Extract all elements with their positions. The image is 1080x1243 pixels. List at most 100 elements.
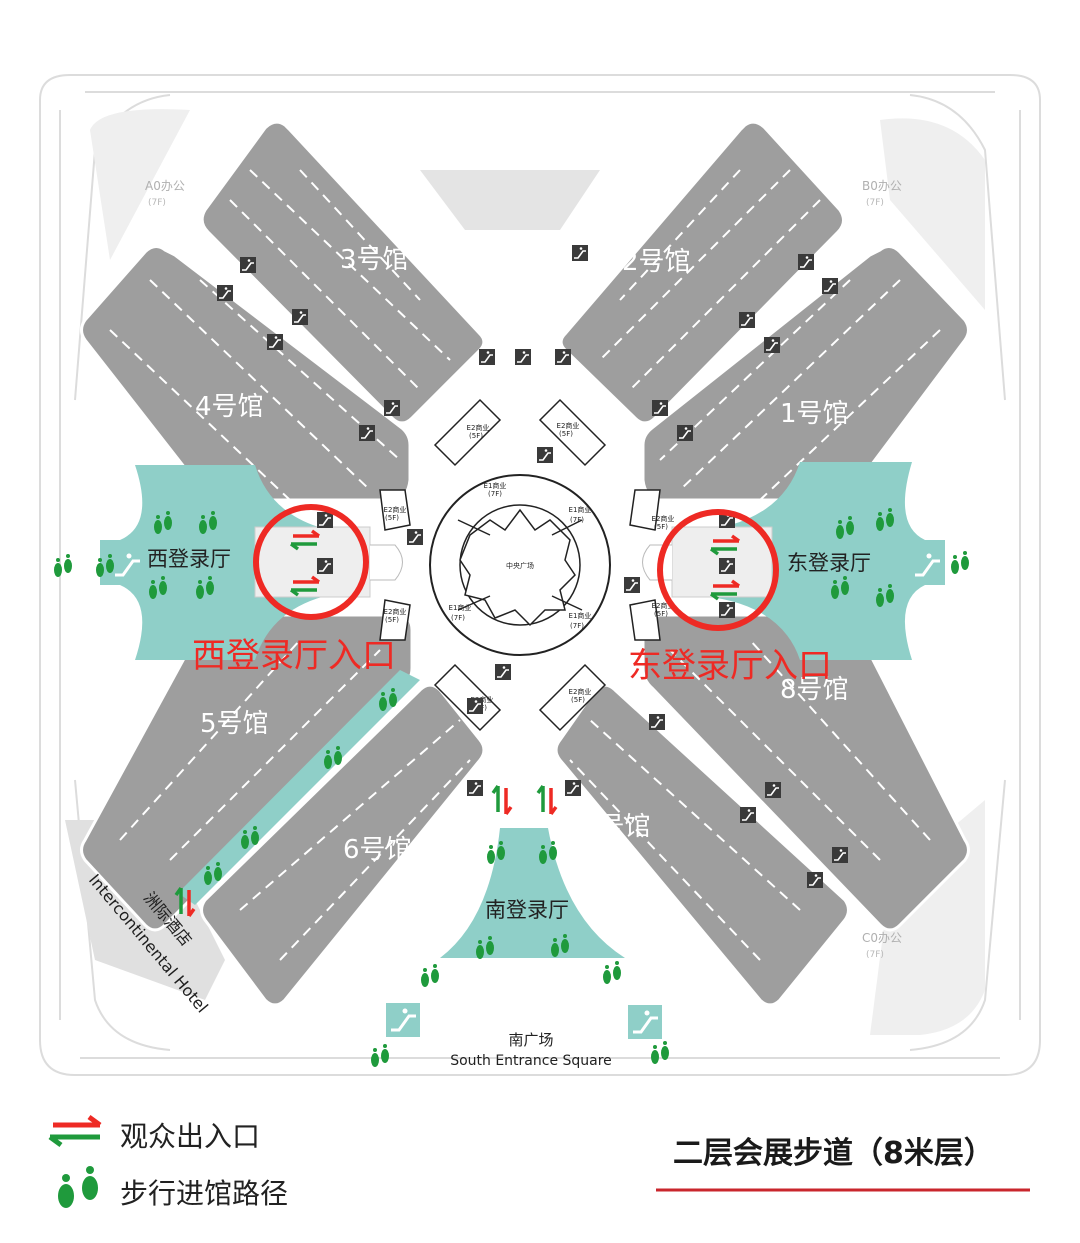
- escalator-icon: [797, 253, 815, 271]
- e1-label-nw: E1商业: [484, 481, 507, 490]
- escalator-icon: [763, 336, 781, 354]
- e1-label-sw: E1商业: [449, 603, 472, 612]
- south-square-label-cn: 南广场: [508, 1031, 553, 1049]
- west-lobby-label: 西登录厅: [147, 547, 231, 571]
- escalator-icon: [239, 256, 257, 274]
- e2-floor-ne: (5F): [559, 430, 573, 438]
- escalator-icon: [216, 284, 234, 302]
- escalator-icon: [718, 601, 736, 619]
- floor-title: 二层会展步道（8米层）: [673, 1136, 994, 1171]
- footprints-icon: [603, 961, 621, 984]
- escalator-icon: [478, 348, 496, 366]
- hall-3-block[interactable]: [200, 120, 486, 425]
- escalator-icon-large: [384, 1001, 422, 1039]
- escalator-icon: [738, 311, 756, 329]
- office-b0-floor: (7F): [866, 198, 884, 208]
- hall-1-label: 1号馆: [780, 399, 849, 429]
- e2-label-w2: E2商业: [384, 607, 407, 616]
- e2-floor-w2: (5F): [385, 616, 399, 624]
- escalator-icon: [571, 244, 589, 262]
- floor-title-group: 二层会展步道（8米层）: [656, 1136, 1030, 1192]
- entry-exit-arrows-icon: [536, 784, 558, 816]
- west-entrance-circle[interactable]: [253, 504, 369, 620]
- escalator-icon: [316, 557, 334, 575]
- escalator-icon: [806, 871, 824, 889]
- hall-5-label: 5号馆: [200, 709, 269, 739]
- hall-7-label: 7号馆: [582, 812, 651, 842]
- escalator-icon: [821, 277, 839, 295]
- legend-footprints-icon: [58, 1166, 98, 1208]
- office-b0-label: B0办公: [862, 178, 902, 193]
- e2-label-se: E2商业: [569, 687, 592, 696]
- east-entrance-label: 东登录厅入口: [628, 646, 832, 686]
- escalator-icon: [831, 846, 849, 864]
- escalator-icon: [494, 663, 512, 681]
- e2-floor-nw: (5F): [469, 432, 483, 440]
- south-lobby-label: 南登录厅: [485, 898, 569, 922]
- legend-entry-exit-icon: [48, 1114, 102, 1148]
- hall-4-label: 4号馆: [195, 392, 264, 422]
- escalator-icon: [358, 424, 376, 442]
- south-square-label-en: South Entrance Square: [450, 1053, 612, 1069]
- escalator-icon-large: [626, 1003, 664, 1041]
- footprints-icon: [371, 1044, 389, 1067]
- central-plaza: 中央广场 E1商业 (7F) E1商业 (7F) E1商业 (7F) E1商业 …: [379, 398, 675, 732]
- escalator-icon: [291, 308, 309, 326]
- entry-exit-arrows-icon: [491, 784, 513, 816]
- escalator-icon: [676, 424, 694, 442]
- central-plaza-label: 中央广场: [506, 561, 534, 570]
- e2-label-e2: E2商业: [652, 601, 675, 610]
- hall-6-label: 6号馆: [343, 835, 412, 865]
- escalator-icon: [536, 446, 554, 464]
- east-lobby-area[interactable]: [690, 462, 945, 660]
- e2-label-w1: E2商业: [384, 505, 407, 514]
- hall-3-label: 3号馆: [340, 245, 409, 275]
- escalator-icon: [514, 348, 532, 366]
- e2-floor-w1: (5F): [385, 514, 399, 522]
- e2-label-nw: E2商业: [467, 423, 490, 432]
- escalator-icon-large: [108, 546, 146, 584]
- e1-floor-nw: (7F): [488, 490, 502, 498]
- south-square: 南广场 South Entrance Square: [450, 1031, 612, 1069]
- e2-floor-e2: (5F): [654, 610, 668, 618]
- east-lobby-label: 东登录厅: [787, 551, 871, 575]
- escalator-icon: [554, 348, 572, 366]
- escalator-icon: [623, 576, 641, 594]
- legend: 观众出入口 步行进馆路径: [48, 1114, 288, 1210]
- escalator-icon: [406, 528, 424, 546]
- escalator-icon: [266, 333, 284, 351]
- hall-2-label: 2号馆: [622, 247, 691, 277]
- hall-1-block[interactable]: [641, 245, 970, 502]
- escalator-icon: [739, 806, 757, 824]
- office-labels: A0办公 (7F) B0办公 (7F) C0办公 (7F): [145, 178, 902, 960]
- escalator-icon: [466, 779, 484, 797]
- office-a0-label: A0办公: [145, 178, 185, 193]
- hall-labels: 3号馆 2号馆 4号馆 1号馆 5号馆 8号馆 6号馆 7号馆: [195, 245, 849, 865]
- office-c0-label: C0办公: [862, 930, 902, 945]
- office-a0-floor: (7F): [148, 198, 166, 208]
- escalator-icon-large: [908, 546, 946, 584]
- hall-2-block[interactable]: [559, 120, 845, 425]
- hall-5-block[interactable]: [80, 613, 414, 932]
- footprints-icon: [651, 1041, 669, 1064]
- legend-entry-exit-label: 观众出入口: [120, 1120, 260, 1153]
- escalator-icon: [466, 697, 484, 715]
- escalator-icon: [648, 713, 666, 731]
- footprints-icon: [951, 551, 969, 574]
- south-lobby-area[interactable]: [440, 828, 625, 958]
- east-entrance-circle[interactable]: [657, 509, 779, 631]
- west-entrance-label: 西登录厅入口: [192, 636, 396, 676]
- escalator-icon: [651, 399, 669, 417]
- e1-label-ne: E1商业: [569, 505, 592, 514]
- escalator-icon: [316, 511, 334, 529]
- escalator-icon: [718, 557, 736, 575]
- footprints-icon: [54, 554, 72, 577]
- e1-floor-se: (7F): [570, 622, 584, 630]
- e1-floor-sw: (7F): [451, 614, 465, 622]
- e2-label-ne: E2商业: [557, 421, 580, 430]
- e1-label-se: E1商业: [569, 611, 592, 620]
- legend-walk-path-label: 步行进馆路径: [120, 1177, 288, 1210]
- escalator-icon: [383, 399, 401, 417]
